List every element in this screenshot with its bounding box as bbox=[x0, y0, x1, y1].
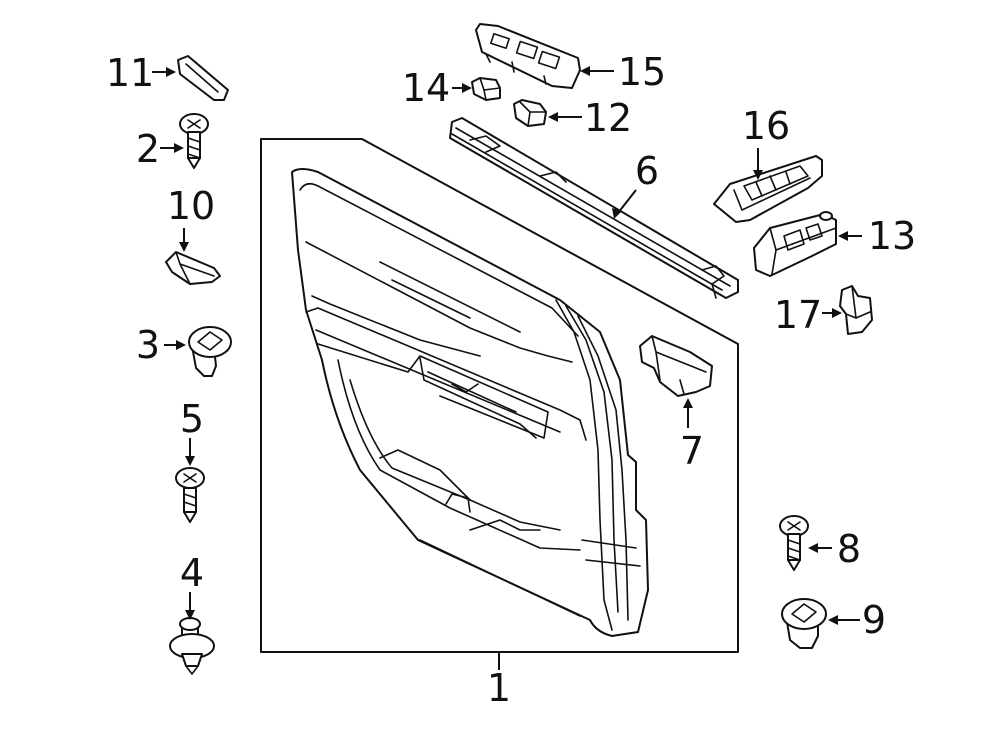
screw-8 bbox=[779, 515, 809, 571]
callout-7: 7 bbox=[680, 429, 704, 473]
callout-16: 16 bbox=[742, 104, 790, 148]
grommet-9 bbox=[781, 598, 827, 649]
master-switch-bezel bbox=[713, 155, 823, 223]
callout-14: 14 bbox=[402, 66, 450, 110]
pull-handle-bracket bbox=[639, 335, 713, 397]
grommet-3 bbox=[188, 326, 232, 377]
callout-12: 12 bbox=[584, 96, 632, 140]
callout-6: 6 bbox=[635, 149, 659, 193]
trim-cover-11 bbox=[177, 55, 229, 101]
callout-4: 4 bbox=[180, 551, 204, 595]
screw-5 bbox=[175, 467, 205, 523]
callout-15: 15 bbox=[618, 50, 666, 94]
clip-10 bbox=[165, 251, 221, 285]
callout-8: 8 bbox=[837, 527, 861, 571]
screw-2 bbox=[179, 113, 209, 169]
push-pin-4 bbox=[169, 617, 215, 675]
callout-3: 3 bbox=[136, 323, 160, 367]
belt-weatherstrip bbox=[449, 117, 739, 299]
callout-10: 10 bbox=[167, 184, 215, 228]
small-switch bbox=[471, 77, 501, 101]
clip-bracket-17 bbox=[839, 285, 873, 335]
callout-11: 11 bbox=[106, 51, 154, 95]
switch-bezel-upper bbox=[475, 23, 581, 89]
callout-9: 9 bbox=[862, 598, 886, 642]
master-switch bbox=[753, 211, 837, 277]
callout-13: 13 bbox=[868, 214, 916, 258]
callout-5: 5 bbox=[180, 397, 204, 441]
callout-2: 2 bbox=[136, 127, 160, 171]
door-trim-panel bbox=[291, 168, 649, 637]
callout-17: 17 bbox=[774, 293, 822, 337]
callout-1: 1 bbox=[487, 666, 511, 710]
mirror-switch bbox=[513, 99, 547, 127]
